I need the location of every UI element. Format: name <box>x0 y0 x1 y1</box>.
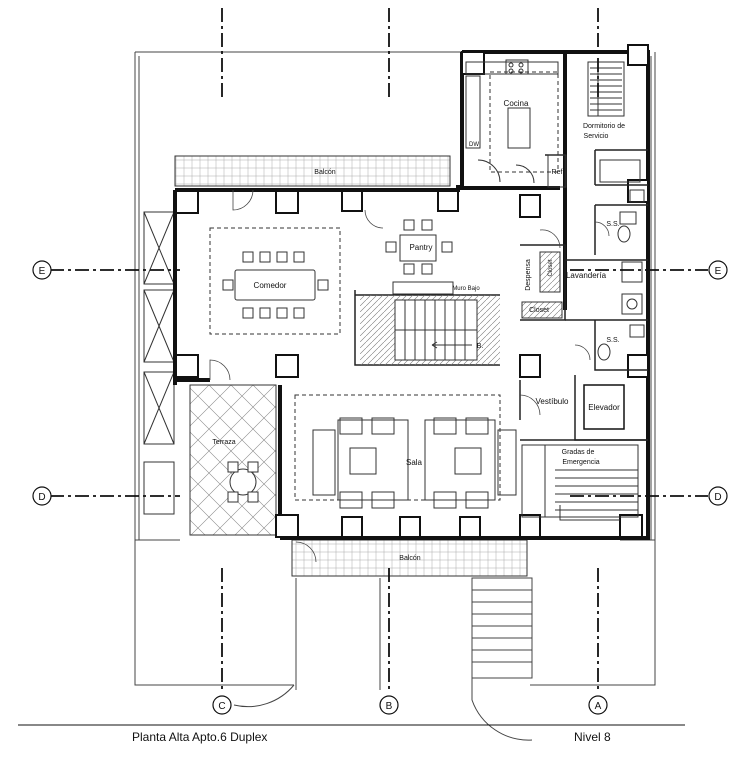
axis-label-c: C <box>218 701 225 712</box>
room-label-ref: Ref <box>552 169 563 176</box>
room-label-vestibulo: Vestíbulo <box>536 397 569 406</box>
drawing-title: Planta Alta Apto.6 Duplex <box>132 730 268 744</box>
pantry-table <box>385 219 454 295</box>
axis-label-d-right: D <box>714 492 721 503</box>
axis-label-d-left: D <box>38 492 45 503</box>
door-swings <box>209 189 610 563</box>
site-outline <box>134 51 656 686</box>
room-label-balcon-bottom: Balcón <box>399 555 421 562</box>
room-label-lavanderia: Lavandería <box>566 271 607 280</box>
room-label-comedor: Comedor <box>254 281 287 290</box>
bathroom-fixtures <box>597 159 645 361</box>
room-label-closet-v: Closet <box>548 259 554 276</box>
room-label-gradas-2: Emergencia <box>562 459 599 466</box>
room-label-b-marker: B. <box>477 343 484 350</box>
axis-marker-b <box>379 695 399 715</box>
emergency-stairs <box>521 444 639 521</box>
room-label-balcon-top: Balcón <box>314 169 336 176</box>
room-label-closet-h: Closet <box>529 307 549 314</box>
axis-label-e-left: E <box>39 266 46 277</box>
room-label-gradas-1: Gradas de <box>562 449 595 456</box>
left-window-panels <box>143 211 175 515</box>
laundry-machines <box>521 251 643 319</box>
room-label-terraza: Terraza <box>212 439 235 446</box>
central-stairs <box>360 295 500 365</box>
room-label-muro-bajo: Muro Bajo <box>452 286 480 292</box>
axis-marker-c <box>212 695 232 715</box>
axis-markers <box>32 260 728 715</box>
room-label-dw: DW <box>469 142 479 148</box>
axis-label-e-right: E <box>715 266 722 277</box>
lower-stair-block <box>233 577 533 741</box>
service-room-stairs <box>587 61 625 117</box>
axis-marker-a <box>588 695 608 715</box>
room-label-cocina: Cocina <box>504 99 529 108</box>
level-label: Nivel 8 <box>574 730 611 744</box>
room-label-sala: Sala <box>406 458 423 467</box>
balcony-bottom <box>291 539 528 577</box>
room-label-despensa: Despensa <box>525 259 532 291</box>
grid-axis-lines <box>50 8 708 692</box>
living-furniture <box>294 394 517 509</box>
axis-marker-e-left <box>32 260 52 280</box>
room-label-ss-1: S.S. <box>606 221 619 228</box>
terrace-table <box>227 461 259 503</box>
axis-label-a: A <box>595 701 602 712</box>
axis-marker-e-right <box>708 260 728 280</box>
elevator-box <box>583 384 625 430</box>
room-label-dormitorio-2: Servicio <box>584 133 609 140</box>
room-label-pantry: Pantry <box>409 243 432 252</box>
balcony-top <box>174 155 451 187</box>
room-label-dormitorio-1: Dormitorio de <box>583 123 625 130</box>
room-label-ss-2: S.S. <box>606 337 619 344</box>
terrace <box>189 384 277 536</box>
kitchen-fixtures <box>465 59 567 188</box>
axis-marker-d-left <box>32 486 52 506</box>
columns <box>175 44 649 538</box>
room-label-elevador: Elevador <box>588 403 620 412</box>
axis-marker-d-right <box>708 486 728 506</box>
axis-label-b: B <box>386 701 393 712</box>
dining-set <box>209 227 341 335</box>
